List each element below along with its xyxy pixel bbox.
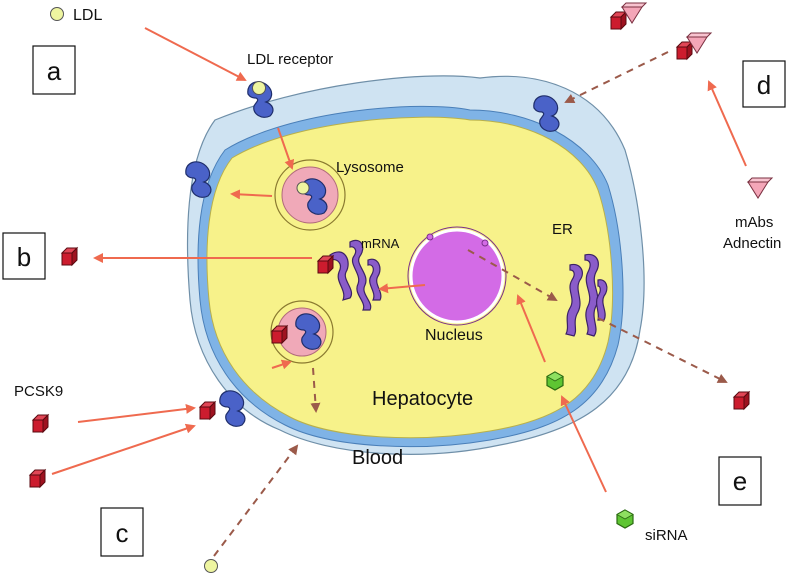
pcsk9-cube-secreted xyxy=(61,247,78,266)
er xyxy=(565,253,608,337)
panel-e: e xyxy=(718,456,762,506)
ldl-particle-legend xyxy=(50,7,64,21)
nucleus xyxy=(407,226,507,326)
svg-text:c: c xyxy=(116,518,129,548)
label-ldl: LDL xyxy=(73,7,102,24)
receptor-recycled xyxy=(185,161,212,198)
ldl-particle-blood xyxy=(204,559,218,573)
label-sirna: siRNA xyxy=(645,527,688,544)
panel-a: a xyxy=(32,45,76,95)
pcsk9-cube-er xyxy=(733,391,750,410)
panel-d: d xyxy=(742,60,786,108)
label-ldl-receptor: LDL receptor xyxy=(247,51,333,68)
svg-text:a: a xyxy=(47,56,62,86)
label-pcsk9: PCSK9 xyxy=(14,383,63,400)
svg-text:b: b xyxy=(17,242,31,272)
antibody-free xyxy=(747,177,773,199)
lysosome-bottom xyxy=(270,300,334,364)
panel-b: b xyxy=(2,232,46,280)
solid-arrows xyxy=(51,27,747,493)
label-nucleus: Nucleus xyxy=(425,327,483,344)
label-lysosome: Lysosome xyxy=(336,159,404,176)
label-hepatocyte: Hepatocyte xyxy=(372,388,473,410)
sirna-blood xyxy=(616,509,634,529)
pcsk9-cube-mrna xyxy=(317,255,334,274)
dashed-arrows xyxy=(213,51,728,557)
label-mrna: mRNA xyxy=(361,236,400,251)
ldl-particle-lysosome xyxy=(296,181,310,195)
label-adnectin: Adnectin xyxy=(723,235,781,252)
pcsk9-cube-d2 xyxy=(676,41,693,60)
label-blood: Blood xyxy=(352,447,403,469)
pcsk9-cube-d1 xyxy=(610,11,627,30)
lysosome-top xyxy=(274,159,346,231)
svg-text:e: e xyxy=(733,466,747,496)
panel-c: c xyxy=(100,507,144,557)
pcsk9-cube-legend xyxy=(32,414,49,433)
mrna-squiggles xyxy=(329,239,382,311)
label-er: ER xyxy=(552,221,573,238)
sirna-cytoplasm xyxy=(546,371,564,391)
label-mabs: mAbs xyxy=(735,214,773,231)
ldl-particle-receptor xyxy=(252,81,266,95)
pcsk9-cube-bound xyxy=(199,401,216,420)
svg-text:d: d xyxy=(757,70,771,100)
receptor-pcsk9-bound xyxy=(219,390,246,427)
pcsk9-cube-blood xyxy=(29,469,46,488)
